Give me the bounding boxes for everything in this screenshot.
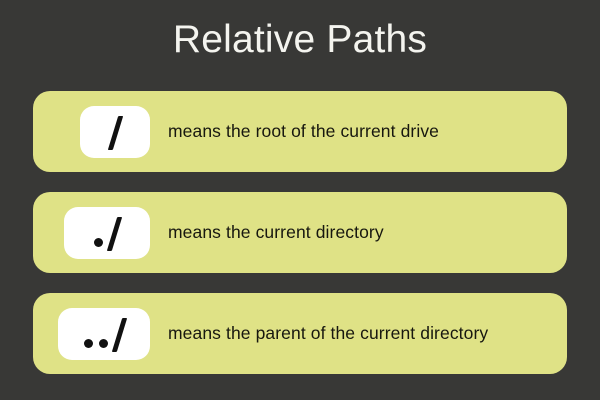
icon-slot xyxy=(33,293,150,374)
symbol-badge-parent xyxy=(58,307,150,360)
icon-slot xyxy=(33,192,150,273)
path-card-parent: means the parent of the current director… xyxy=(33,293,567,374)
slash-stroke xyxy=(106,216,123,251)
dot-slash-glyph xyxy=(94,215,123,251)
slash-stroke xyxy=(111,317,127,352)
icon-slot xyxy=(33,91,150,172)
slash-stroke xyxy=(107,115,123,150)
path-description: means the current directory xyxy=(168,222,384,242)
symbol-badge-root xyxy=(80,105,150,158)
dot-mark xyxy=(98,338,108,348)
path-card-list: means the root of the current drive mean… xyxy=(33,91,567,374)
dot-dot-slash-glyph xyxy=(83,316,127,352)
symbol-badge-current xyxy=(64,206,150,259)
path-description: means the parent of the current director… xyxy=(168,323,489,343)
path-description: means the root of the current drive xyxy=(168,121,439,141)
dot-mark xyxy=(94,237,103,247)
path-card-current: means the current directory xyxy=(33,192,567,273)
slash-glyph xyxy=(107,114,123,150)
dot-mark xyxy=(83,338,93,348)
path-card-root: means the root of the current drive xyxy=(33,91,567,172)
page-title: Relative Paths xyxy=(172,18,428,61)
